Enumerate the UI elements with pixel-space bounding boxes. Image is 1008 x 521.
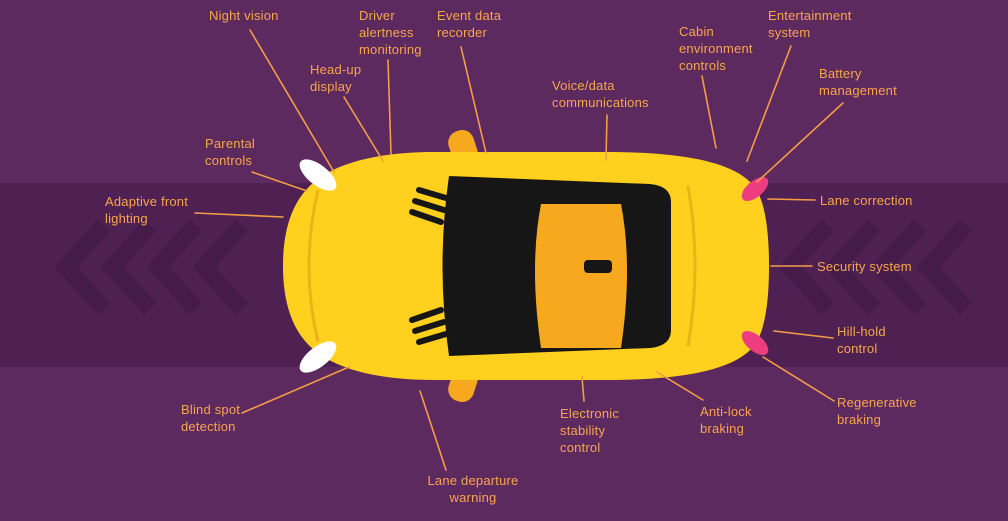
label-lane-departure-warning: Lane departure warning [427, 473, 519, 505]
headlight-bottom-icon [299, 341, 337, 373]
label-driver-alertness-monitoring: Driver alertness monitoring [359, 8, 422, 57]
leader-driver-alertness-monitoring [387, 59, 392, 155]
leader-event-data-recorder [460, 46, 487, 154]
label-adaptive-front-lighting: Adaptive front lighting [105, 194, 189, 226]
chevron-icon [870, 219, 927, 315]
leader-parental-controls [251, 171, 308, 192]
leader-lane-correction [767, 198, 816, 201]
leader-night-vision [249, 29, 335, 173]
hood-seam [307, 189, 320, 343]
leader-regenerative-braking [762, 356, 835, 402]
leader-adaptive-front-lighting [194, 212, 284, 218]
roof [535, 204, 627, 348]
leader-blind-spot-detection [241, 366, 350, 414]
taillight-bottom-icon [741, 331, 769, 355]
label-lane-correction: Lane correction [820, 193, 913, 208]
label-electronic-stability-control: Electronic stability control [560, 406, 620, 455]
leader-cabin-environment-controls [701, 75, 717, 149]
label-battery-management: Battery management [819, 66, 897, 98]
leader-hill-hold-control [773, 330, 834, 339]
sunroof [584, 260, 612, 273]
label-regenerative-braking: Regenerative braking [837, 395, 917, 427]
chevron-icon [192, 219, 249, 315]
chevron-icon [824, 219, 881, 315]
chevron-icon [778, 219, 835, 315]
label-parental-controls: Parental controls [205, 136, 256, 168]
label-hill-hold-control: Hill-hold control [837, 324, 886, 356]
leader-entertainment-system [746, 45, 792, 162]
trunk-seam [686, 185, 697, 347]
leader-lines [194, 29, 844, 471]
chevron-icon [100, 219, 157, 315]
label-voice-data-communications: Voice/data communications [552, 78, 649, 110]
leader-voice-data-communications [605, 114, 608, 161]
leader-head-up-display [343, 96, 384, 162]
label-night-vision: Night vision [209, 8, 279, 23]
label-entertainment-system: Entertainment system [768, 8, 852, 40]
label-cabin-environment-controls: Cabin environment controls [679, 24, 753, 73]
road-chevrons [54, 219, 973, 315]
label-security-system: Security system [817, 259, 912, 274]
leader-electronic-stability-control [581, 376, 585, 402]
leader-battery-management [756, 102, 844, 183]
chevron-icon [146, 219, 203, 315]
label-head-up-display: Head-up display [310, 62, 362, 94]
leader-lane-departure-warning [419, 390, 447, 471]
label-event-data-recorder: Event data recorder [437, 8, 502, 40]
leader-anti-lock-braking [656, 371, 704, 401]
hood-vents [409, 187, 449, 345]
chevron-icon [916, 219, 973, 315]
taillight-top-icon [741, 177, 769, 201]
car-illustration [283, 129, 769, 403]
chevron-icon [54, 219, 111, 315]
headlight-top-icon [299, 159, 337, 191]
label-blind-spot-detection: Blind spot detection [181, 402, 241, 434]
label-anti-lock-braking: Anti-lock braking [700, 404, 752, 436]
